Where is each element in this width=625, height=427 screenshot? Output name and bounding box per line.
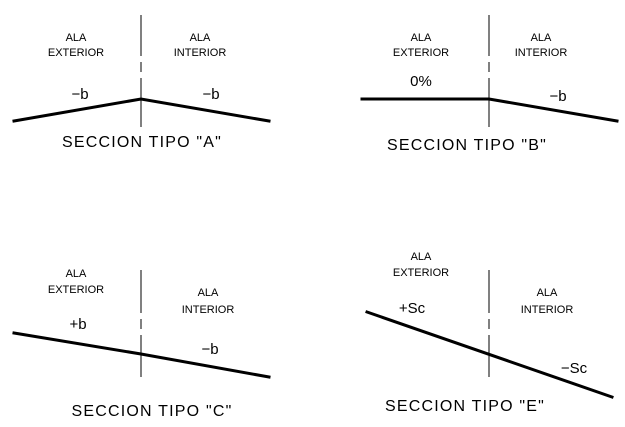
section-b-left-slope: 0%	[410, 73, 432, 90]
section-b: ALA EXTERIOR ALA INTERIOR 0% −b SECCION …	[360, 15, 619, 154]
section-b-inner-label-line2: INTERIOR	[515, 47, 568, 59]
section-a-outer-label-line1: ALA	[66, 32, 87, 44]
section-b-inner-label-line1: ALA	[531, 32, 552, 44]
section-b-outer-label-line1: ALA	[411, 32, 432, 44]
section-c-outer-label-line2: EXTERIOR	[48, 284, 104, 296]
section-e-left-slope: +Sc	[399, 300, 426, 317]
section-c: ALA EXTERIOR ALA INTERIOR +b −b SECCION …	[12, 268, 271, 420]
section-c-inner-label-line2: INTERIOR	[182, 304, 235, 316]
section-a-inner-label-line2: INTERIOR	[174, 47, 227, 59]
section-a: ALA EXTERIOR ALA INTERIOR −b −b SECCION …	[12, 15, 271, 151]
section-e-roadway-profile	[365, 310, 614, 399]
section-a-right-slope: −b	[202, 86, 219, 103]
section-e-inner-label-line1: ALA	[537, 287, 558, 299]
section-c-outer-label-line1: ALA	[66, 268, 87, 280]
section-e-outer-label-line1: ALA	[411, 251, 432, 263]
section-b-right-slope: −b	[549, 88, 566, 105]
section-a-title: SECCION TIPO "A"	[62, 134, 222, 151]
section-b-roadway-profile	[360, 97, 619, 123]
section-c-roadway-profile	[12, 331, 271, 379]
section-c-left-slope: +b	[69, 316, 86, 333]
section-e-right-slope: −Sc	[561, 360, 588, 377]
section-b-outer-label-line2: EXTERIOR	[393, 47, 449, 59]
section-b-title: SECCION TIPO "B"	[387, 137, 547, 154]
section-e-title: SECCION TIPO "E"	[385, 398, 545, 415]
section-c-right-slope: −b	[201, 341, 218, 358]
section-a-inner-label-line1: ALA	[190, 32, 211, 44]
section-e-outer-label-line2: EXTERIOR	[393, 267, 449, 279]
section-a-left-slope: −b	[71, 86, 88, 103]
section-e-inner-label-line2: INTERIOR	[521, 304, 574, 316]
section-a-roadway-profile	[12, 97, 271, 123]
section-c-title: SECCION TIPO "C"	[72, 403, 233, 420]
section-a-outer-label-line2: EXTERIOR	[48, 47, 104, 59]
section-c-inner-label-line1: ALA	[198, 287, 219, 299]
section-e: ALA EXTERIOR ALA INTERIOR +Sc −Sc SECCIO…	[365, 251, 614, 415]
